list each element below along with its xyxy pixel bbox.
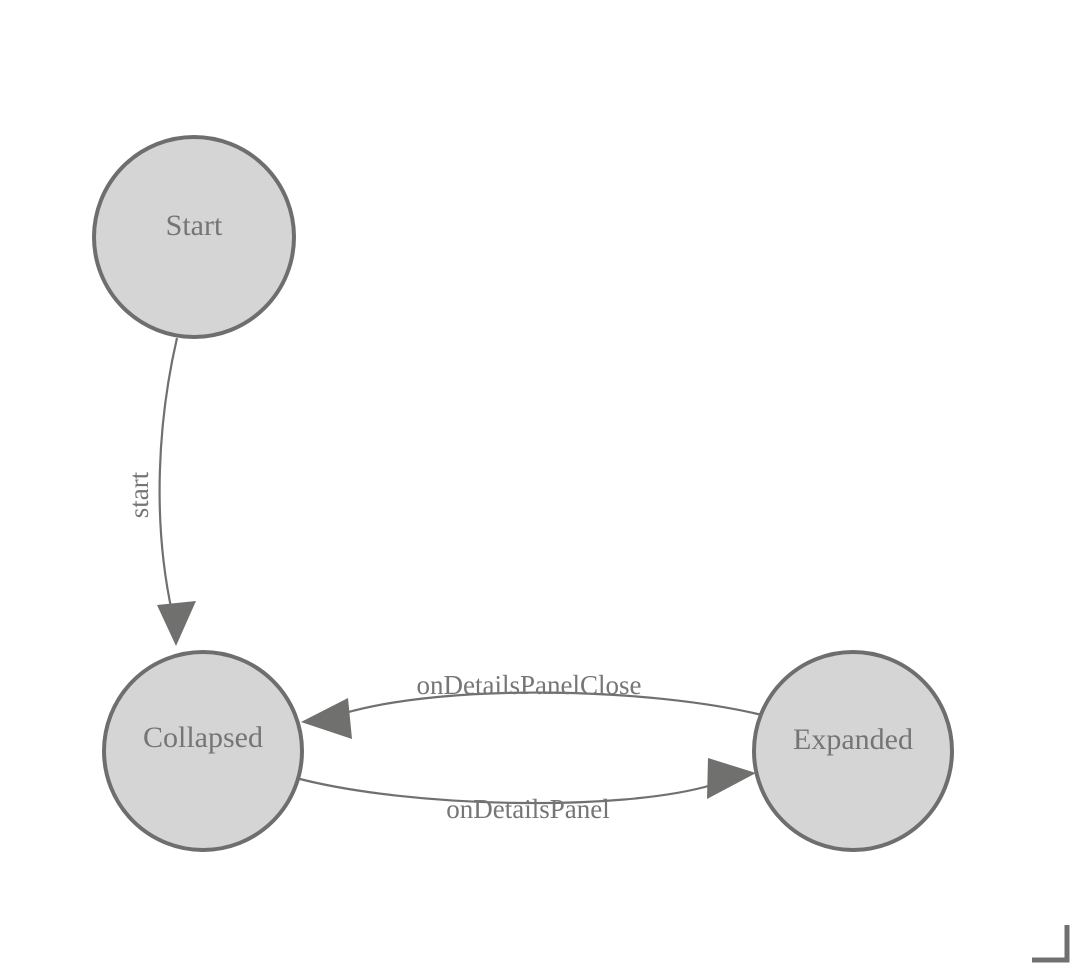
edge-expanded-to-collapsed-arrowhead	[301, 698, 352, 739]
state-node-expanded-label: Expanded	[793, 723, 913, 756]
edge-label-start: start	[124, 471, 154, 518]
edge-label-on-details-panel-close: onDetailsPanelClose	[417, 670, 642, 700]
state-node-expanded[interactable]: Expanded	[752, 650, 954, 852]
state-node-expanded-circle	[752, 650, 954, 852]
resize-corner-marker[interactable]	[1032, 925, 1070, 963]
resize-corner-marker-lines	[1032, 925, 1070, 963]
edge-collapsed-to-expanded[interactable]: onDetailsPanel	[295, 758, 756, 824]
state-node-start-circle	[92, 135, 296, 339]
edge-start-to-collapsed[interactable]: start	[124, 337, 196, 646]
edge-start-to-collapsed-arrowhead	[157, 601, 196, 646]
state-node-collapsed-label: Collapsed	[143, 721, 263, 754]
edge-collapsed-to-expanded-arrowhead	[707, 758, 756, 799]
edge-expanded-to-collapsed-path	[344, 691, 763, 717]
state-node-start[interactable]: Start	[92, 135, 296, 339]
state-node-collapsed[interactable]: Collapsed	[102, 650, 304, 852]
edge-start-to-collapsed-path	[158, 337, 179, 613]
state-node-start-label: Start	[166, 209, 223, 242]
edge-collapsed-to-expanded-path	[295, 776, 713, 805]
state-node-collapsed-circle	[102, 650, 304, 852]
edge-label-on-details-panel: onDetailsPanel	[446, 794, 609, 824]
edge-expanded-to-collapsed[interactable]: onDetailsPanelClose	[301, 670, 763, 739]
